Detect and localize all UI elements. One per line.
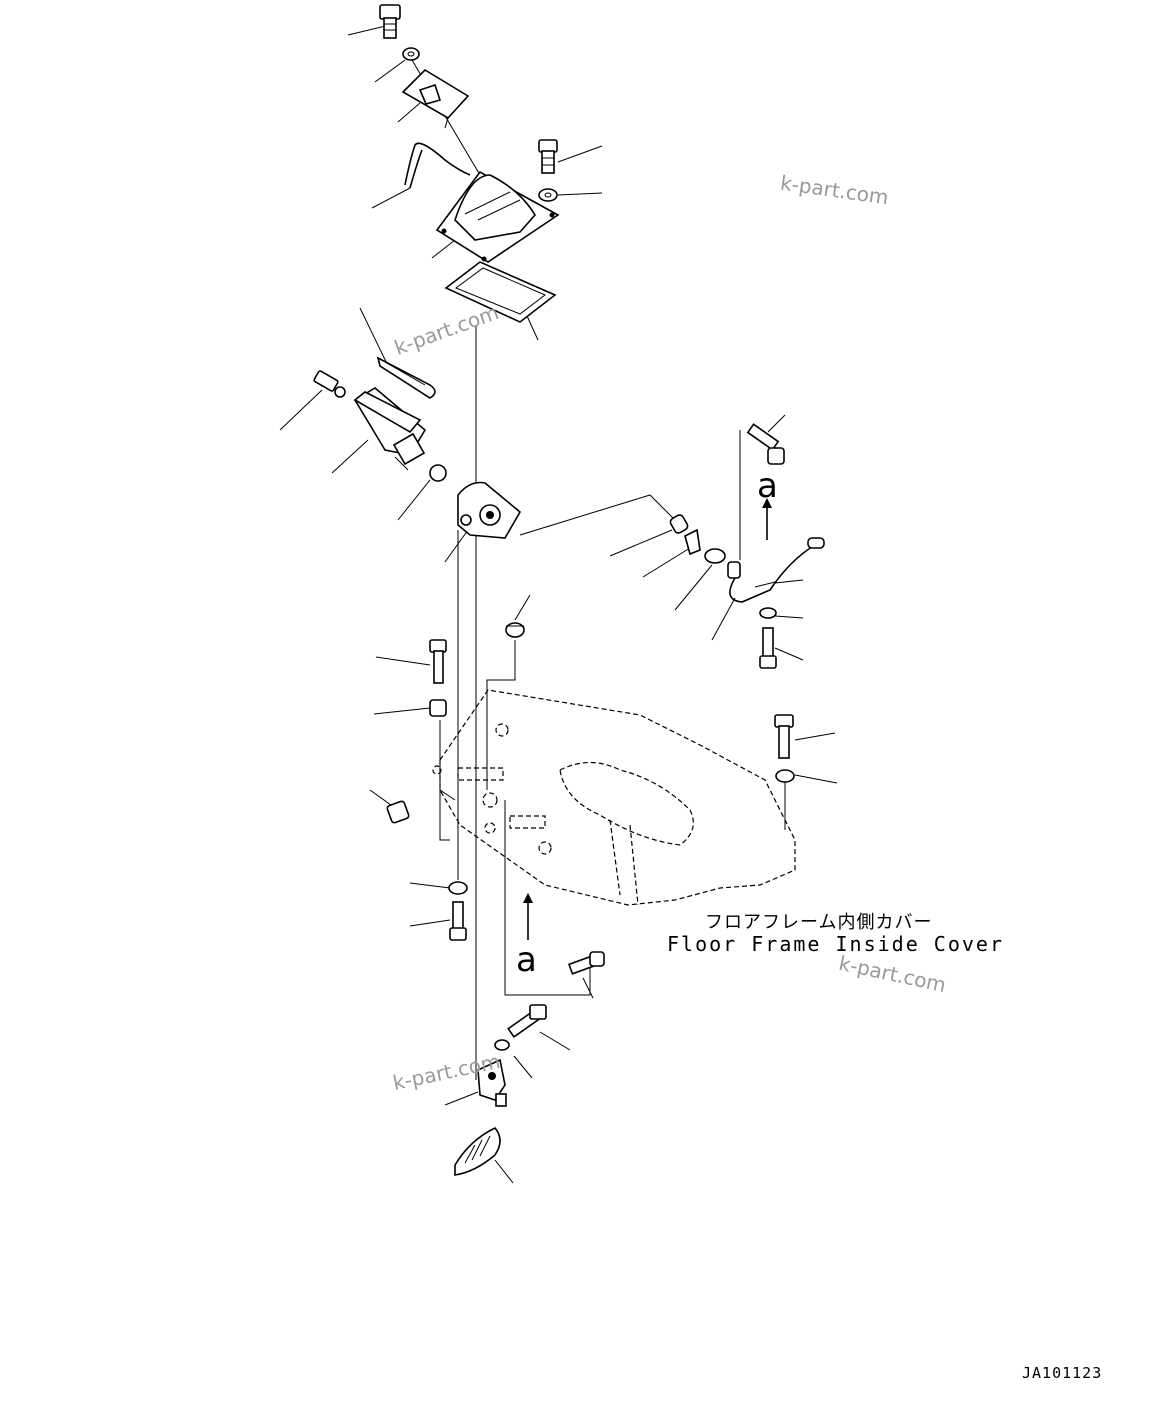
gasket bbox=[444, 261, 557, 323]
reference-mark-a: a bbox=[757, 466, 778, 506]
spring-boot bbox=[454, 1127, 501, 1176]
pivot-bracket bbox=[457, 481, 522, 539]
washer bbox=[759, 607, 777, 619]
caption-japanese: フロアフレーム内側カバー bbox=[705, 912, 933, 933]
bolt-far-right bbox=[774, 714, 794, 759]
bolt-lower bbox=[449, 901, 467, 941]
washer bbox=[494, 1039, 510, 1051]
bolt-lower-mid bbox=[507, 1004, 547, 1038]
caption-english: Floor Frame Inside Cover bbox=[667, 932, 1004, 956]
washer bbox=[448, 881, 468, 895]
top-bolt bbox=[379, 4, 401, 39]
washer bbox=[402, 47, 420, 61]
washer bbox=[538, 188, 558, 202]
bolt-lower-right bbox=[567, 951, 605, 975]
reference-mark-a: a bbox=[516, 940, 537, 980]
bolt-right bbox=[746, 423, 785, 465]
washer bbox=[775, 769, 795, 783]
clevis-joint bbox=[477, 1058, 507, 1107]
bolt-right-lower bbox=[759, 627, 777, 669]
bracket-plate bbox=[401, 68, 470, 129]
right-side-parts bbox=[669, 514, 825, 603]
drawing-number: JA101123 bbox=[1022, 1364, 1103, 1382]
bushing bbox=[429, 464, 447, 482]
nut bbox=[505, 622, 525, 638]
nut-left-lower bbox=[386, 800, 410, 824]
nut-left bbox=[429, 699, 447, 717]
floor-frame-inside-cover bbox=[432, 689, 796, 906]
bolt-left bbox=[429, 639, 447, 684]
lever-assembly bbox=[313, 370, 427, 471]
wire-bracket bbox=[404, 142, 471, 186]
boot-cover bbox=[435, 170, 560, 263]
cotter-pin bbox=[376, 356, 436, 399]
bolt-right-top bbox=[538, 139, 558, 174]
leader-lines bbox=[279, 24, 838, 1184]
